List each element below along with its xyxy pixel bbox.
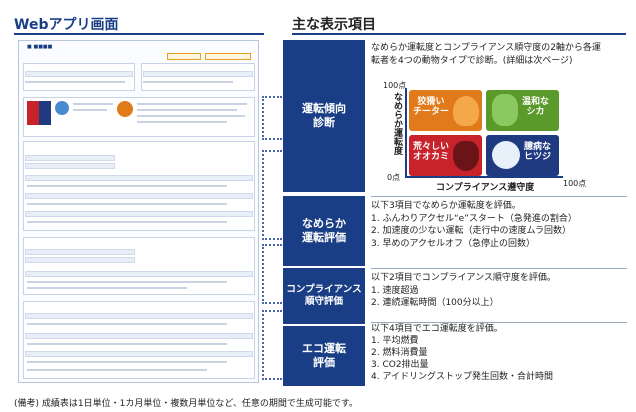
cheetah-icon <box>453 96 479 126</box>
report-row <box>25 193 253 199</box>
quadrant-cheetah: 狡猾い チーター <box>409 90 482 131</box>
report-line <box>73 103 113 105</box>
report-line <box>27 287 187 289</box>
report-summary-box-2 <box>141 63 255 91</box>
x-axis-right-label: 100点 <box>563 179 587 188</box>
wolf-icon <box>453 141 479 171</box>
wolf-label: 荒々しい オオカミ <box>413 142 450 162</box>
label-driving-diagnosis: 運転傾向 診断 <box>283 40 365 192</box>
desc-smooth: 以下3項目でなめらか運転度を評価。 1. ふんわりアクセル“e”スタート（急発進… <box>371 201 577 249</box>
report-line <box>27 185 227 187</box>
sheep-icon <box>492 141 520 169</box>
desc-compliance: 以下2項目でコンプライアンス順守度を評価。 1. 速度超過 2. 連続運転時間（… <box>371 273 556 309</box>
report-animal-icon-2 <box>117 101 133 117</box>
report-line <box>25 81 125 83</box>
web-app-screenshot: ■ ■■■■ <box>18 40 259 383</box>
report-line <box>137 121 227 123</box>
report-line <box>27 343 227 345</box>
label-driving-diagnosis-text: 運転傾向 診断 <box>302 102 346 129</box>
divider <box>371 268 627 269</box>
report-line <box>27 221 227 223</box>
deer-label: 温和な シカ <box>522 97 550 117</box>
deer-icon <box>492 94 518 126</box>
desc-eco: 以下4項目でエコ運転度を評価。 1. 平均燃費 2. 燃料消費量 3. CO2排… <box>371 324 553 382</box>
report-row <box>25 71 133 77</box>
report-line <box>137 109 237 111</box>
report-row <box>25 333 253 339</box>
label-compliance: コンプライアンス 順守評価 <box>283 268 365 324</box>
report-line <box>137 115 245 117</box>
label-smooth-driving: なめらか 運転評価 <box>283 196 365 266</box>
label-compliance-text: コンプライアンス 順守評価 <box>286 284 362 307</box>
report-summary-box <box>23 63 135 91</box>
report-line <box>27 369 207 371</box>
divider <box>371 322 627 323</box>
origin-label: 0点 <box>387 173 401 182</box>
report-line <box>27 203 227 205</box>
right-heading-rule <box>292 33 626 35</box>
report-row <box>25 351 253 357</box>
report-line <box>143 81 233 83</box>
label-eco-text: エコ運転 評価 <box>302 342 346 369</box>
report-row <box>25 175 253 181</box>
report-row <box>25 155 115 161</box>
connector-smooth <box>262 150 282 240</box>
report-line <box>27 361 227 363</box>
quadrant-sheep: 臆病な ヒツジ <box>486 135 559 176</box>
report-row <box>25 163 115 169</box>
report-row <box>25 271 253 277</box>
x-axis-title: コンプライアンス遵守度 <box>436 183 535 193</box>
desc-diagnosis: なめらか運転度とコンプライアンス順守度の2軸から各運 転者を4つの動物タイプで診… <box>371 43 601 66</box>
y-axis <box>405 88 407 178</box>
quadrant-deer: 温和な シカ <box>486 90 559 131</box>
quadrant-wolf: 荒々しい オオカミ <box>409 135 482 176</box>
connector-eco <box>262 310 282 380</box>
y-axis-title: なめらか運転度 <box>392 92 402 155</box>
report-quadrant-thumb <box>27 101 51 125</box>
report-button-1[interactable] <box>167 53 201 60</box>
sheep-label: 臆病な ヒツジ <box>524 142 552 162</box>
right-heading: 主な表示項目 <box>292 17 376 33</box>
report-row <box>25 257 135 263</box>
connector-diagnosis <box>262 96 282 140</box>
animal-quadrant: 狡猾い チーター 温和な シカ 荒々しい オオカミ 臆病な ヒツジ <box>409 90 559 176</box>
report-row <box>143 71 253 77</box>
report-row <box>25 211 253 217</box>
report-compliance-box <box>23 237 255 295</box>
footnote: (備考) 成績表は1日単位・1カ月単位・複数月単位など、任意の期間で生成可能です… <box>14 399 358 409</box>
report-line <box>137 103 247 105</box>
report-line <box>27 323 227 325</box>
report-line <box>27 281 227 283</box>
report-line <box>73 109 107 111</box>
report-button-2[interactable] <box>205 53 251 60</box>
cheetah-label: 狡猾い チーター <box>413 97 450 117</box>
report-animal-icon <box>55 101 69 115</box>
connector-compliance <box>262 244 282 304</box>
x-axis <box>405 176 563 178</box>
report-row <box>25 249 135 255</box>
divider <box>371 196 627 197</box>
report-header: ■ ■■■■ <box>27 44 53 50</box>
report-row <box>25 313 253 319</box>
label-smooth-text: なめらか 運転評価 <box>302 217 346 244</box>
y-axis-top-label: 100点 <box>383 81 407 90</box>
label-eco-driving: エコ運転 評価 <box>283 326 365 386</box>
left-heading: Webアプリ画面 <box>14 17 119 33</box>
left-heading-rule <box>14 33 264 35</box>
